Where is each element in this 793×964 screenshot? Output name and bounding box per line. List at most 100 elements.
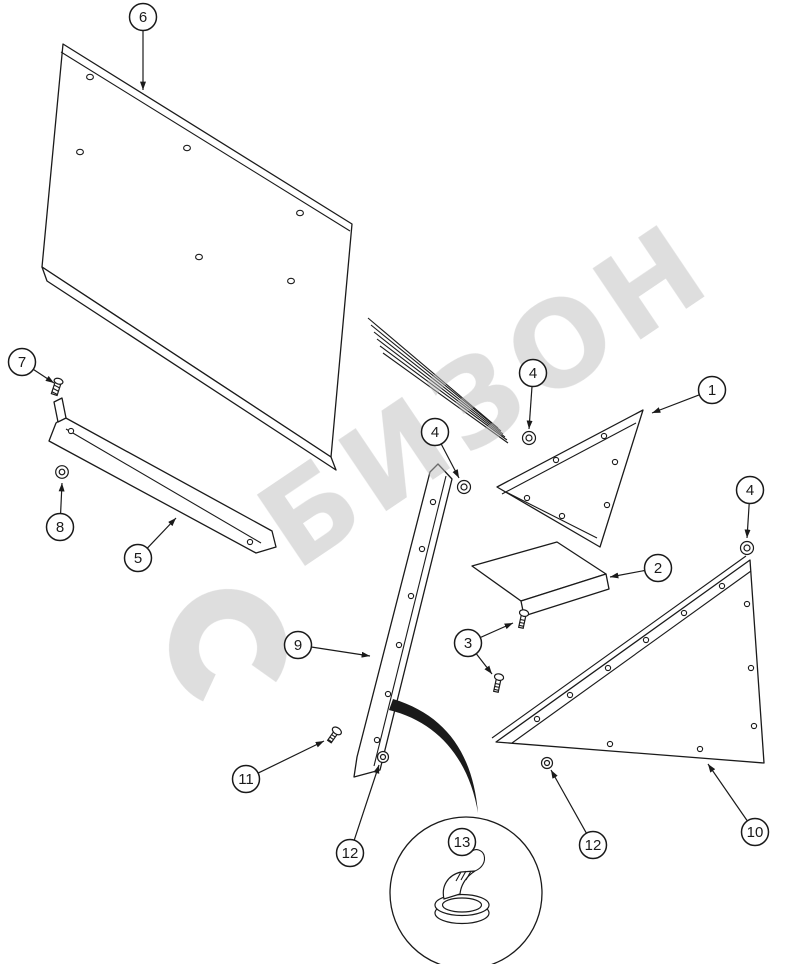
- gusset-flange-line: [501, 422, 637, 495]
- nut-inner: [525, 434, 533, 442]
- callout-9: 9: [283, 630, 371, 660]
- hole: [246, 538, 254, 546]
- screw-head: [53, 377, 64, 385]
- bolt-threads: [518, 618, 525, 627]
- strip-line: [367, 317, 499, 429]
- hole: [373, 736, 381, 744]
- leader-line: [146, 517, 177, 549]
- hole: [429, 498, 437, 506]
- leader-line: [480, 622, 514, 639]
- detail-pointer-band: [389, 699, 478, 813]
- leader-line: [651, 394, 700, 414]
- callout-balloon: [697, 375, 727, 405]
- leader-line: [550, 769, 587, 834]
- callout-balloon: [643, 553, 673, 583]
- hole: [606, 740, 614, 748]
- callout-balloon: [231, 764, 261, 794]
- callout-balloon: [453, 628, 483, 658]
- panel-body: [495, 559, 765, 764]
- bolt-threads: [327, 734, 336, 743]
- callout-balloon: [518, 358, 548, 388]
- leader-line: [440, 443, 460, 479]
- nut-4a-icon: [521, 430, 537, 446]
- callout-balloon: [447, 827, 477, 857]
- bracket-fold-line: [65, 428, 262, 544]
- callout-2: 2: [609, 553, 673, 583]
- hole: [86, 73, 94, 81]
- detail-circle: [389, 816, 543, 964]
- leader-line: [744, 503, 751, 539]
- callout-number: 12: [585, 837, 602, 854]
- hole: [750, 722, 758, 730]
- gusset-body: [496, 409, 644, 548]
- callout-number: 8: [56, 519, 64, 536]
- callout-balloon: [740, 817, 770, 847]
- nut-inner: [58, 468, 66, 476]
- hole: [696, 745, 704, 753]
- nut-4b-icon: [456, 479, 472, 495]
- callout-3: 3: [453, 622, 514, 675]
- clamp-housing-hatch: [455, 870, 472, 882]
- brace-fold-line: [373, 475, 447, 767]
- hole: [395, 641, 403, 649]
- callout-number: 1: [708, 382, 716, 399]
- hole: [566, 691, 574, 699]
- clamp-opening: [441, 897, 483, 913]
- hole: [743, 600, 751, 608]
- hole: [523, 494, 531, 502]
- strip-line: [379, 345, 508, 441]
- screw-7-icon: [50, 377, 64, 397]
- hole: [747, 664, 755, 672]
- part-5-bracket: [48, 397, 277, 554]
- callout-balloon: [45, 512, 75, 542]
- nut-inner: [543, 759, 551, 767]
- nut-8-icon: [55, 465, 69, 479]
- callout-number: 4: [529, 365, 537, 382]
- deflector-edge-strips: [367, 317, 509, 444]
- leader-line: [311, 646, 371, 658]
- callout-number: 5: [134, 550, 142, 567]
- part-9-brace: [353, 463, 453, 778]
- clamp-strap-hook: [471, 849, 486, 872]
- callout-11: 11: [231, 740, 325, 794]
- leader-line: [257, 740, 325, 774]
- leader-line: [32, 368, 55, 384]
- bolt-head: [493, 673, 505, 681]
- hole: [195, 253, 203, 261]
- leader-line: [353, 764, 380, 841]
- callout-number: 9: [294, 637, 302, 654]
- callout-number: 10: [747, 824, 764, 841]
- brace-body: [353, 463, 453, 778]
- watermark-logo-ring: [169, 589, 287, 707]
- callout-balloon: [128, 2, 158, 32]
- callout-12: 12: [335, 764, 380, 868]
- part-1-gusset: [496, 409, 644, 548]
- strip-line: [382, 352, 509, 444]
- panel-lip-line: [491, 555, 747, 739]
- callout-balloon: [420, 417, 450, 447]
- panel-face: [41, 43, 353, 458]
- nut-inner: [379, 753, 387, 761]
- strip-line: [376, 338, 506, 438]
- callout-number: 6: [139, 9, 147, 26]
- strip-line: [373, 331, 504, 435]
- nut-inner: [460, 483, 468, 491]
- callout-number: 4: [431, 424, 439, 441]
- leader-line: [58, 482, 65, 514]
- panel-bottom-flange: [41, 266, 337, 471]
- leader-line: [609, 569, 645, 579]
- nut-12b-icon: [540, 756, 554, 770]
- callout-number: 2: [654, 560, 662, 577]
- hole: [611, 458, 619, 466]
- callout-4: 4: [420, 417, 460, 479]
- screw-threads: [51, 384, 60, 396]
- hole: [296, 209, 304, 217]
- callout-number: 7: [18, 354, 26, 371]
- bolt-3a-icon: [517, 609, 530, 629]
- part-6-panel: [41, 43, 353, 471]
- hole: [604, 664, 612, 672]
- callout-number: 3: [464, 635, 472, 652]
